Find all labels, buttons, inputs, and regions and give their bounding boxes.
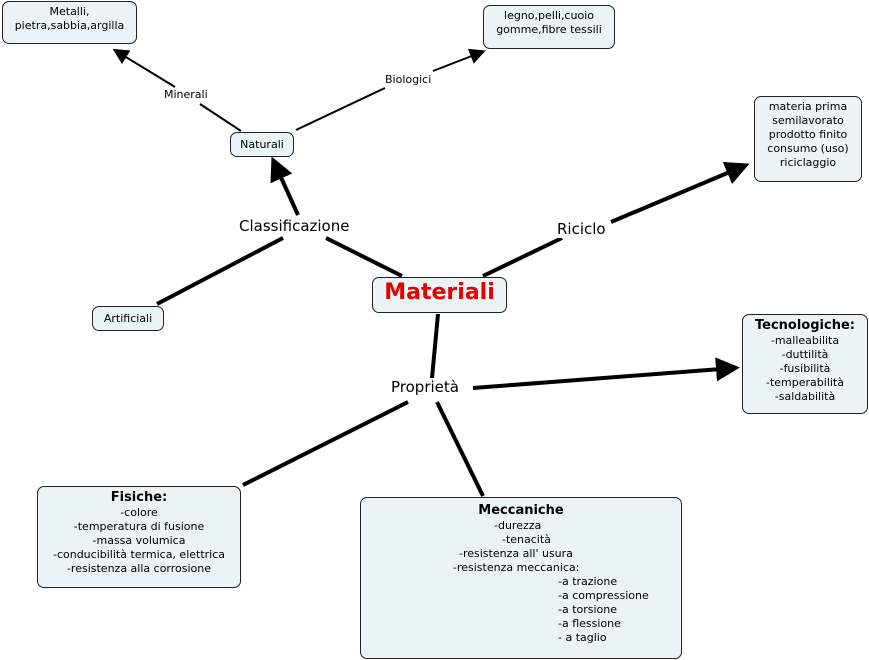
node-line: -temperabilità [766, 376, 844, 389]
link-materiali-riciclo [482, 236, 563, 278]
node-title: Tecnologiche: [755, 318, 855, 333]
node-line: semilavorato [772, 114, 844, 127]
link-materiali-classificazione [325, 236, 403, 278]
node-line: -saldabilità [774, 390, 836, 403]
phrase-biologici[interactable]: Biologici [383, 73, 434, 86]
node-line: -fusibilità [779, 362, 831, 375]
phrase-proprieta[interactable]: Proprietà [388, 378, 462, 396]
link-minerali-box [112, 48, 176, 88]
node-line: - a taglio [558, 631, 607, 644]
phrase-classificazione[interactable]: Classificazione [236, 217, 353, 235]
node-line: -duttilità [781, 348, 829, 361]
node-line: -colore [120, 506, 158, 519]
link-proprieta-fisiche [242, 400, 409, 487]
node-line: -a compressione [558, 589, 649, 602]
link-classificazione-naturali [270, 156, 300, 216]
node-line: legno,pelli,cuoio [504, 9, 594, 22]
link-riciclo-box [610, 161, 750, 224]
node-line: -resistenza alla corrosione [66, 562, 212, 575]
link-proprieta-tecnologiche [472, 357, 740, 390]
node-title: Meccaniche [478, 503, 564, 518]
node-line: riciclaggio [779, 156, 837, 169]
node-line: prodotto finito [768, 128, 848, 141]
link-naturali-minerali [199, 103, 242, 132]
node-title: Fisiche: [110, 490, 168, 505]
node-line: -durezza [494, 519, 542, 532]
node-line: consumo (uso) [767, 142, 849, 155]
node-line: Metalli, [49, 5, 90, 18]
node-riciclo-cycle[interactable]: materia prima semilavorato prodotto fini… [754, 96, 862, 182]
node-artificiali[interactable]: Artificiali [92, 306, 164, 331]
central-concept-materiali[interactable]: Materiali [372, 277, 507, 313]
node-line: -malleabilita [770, 334, 840, 347]
link-materiali-proprieta [430, 313, 440, 379]
node-line: -a trazione [558, 575, 618, 588]
node-line: -temperatura di fusione [73, 520, 205, 533]
node-naturali[interactable]: Naturali [230, 132, 294, 157]
node-line: -resistenza all' usura [459, 547, 573, 560]
node-line: materia prima [768, 100, 848, 113]
node-biologici-examples[interactable]: legno,pelli,cuoio gomme,fibre tessili [483, 5, 615, 49]
node-line: -a flessione [558, 617, 621, 630]
phrase-riciclo[interactable]: Riciclo [554, 220, 609, 238]
node-line: -tenacità [502, 533, 551, 546]
node-line: -massa volumica [92, 534, 186, 547]
node-line: pietra,sabbia,argilla [14, 19, 125, 32]
node-line: -a torsione [558, 603, 618, 616]
node-meccaniche[interactable]: Meccaniche -durezza -tenacità -resistenz… [360, 497, 682, 659]
link-biologici-box [432, 48, 486, 72]
phrase-minerali[interactable]: Minerali [162, 88, 210, 101]
node-minerali-examples[interactable]: Metalli, pietra,sabbia,argilla [2, 1, 137, 44]
link-proprieta-meccaniche [435, 401, 485, 497]
node-line: gomme,fibre tessili [496, 23, 602, 36]
node-line: -conducibilità termica, elettrica [52, 548, 226, 561]
node-fisiche[interactable]: Fisiche: -colore -temperatura di fusione… [37, 486, 241, 588]
node-tecnologiche[interactable]: Tecnologiche: -malleabilita -duttilità -… [742, 314, 868, 414]
link-naturali-biologici [295, 87, 386, 131]
node-line: -resistenza meccanica: [453, 561, 580, 574]
link-classificazione-artificiali [156, 236, 284, 306]
